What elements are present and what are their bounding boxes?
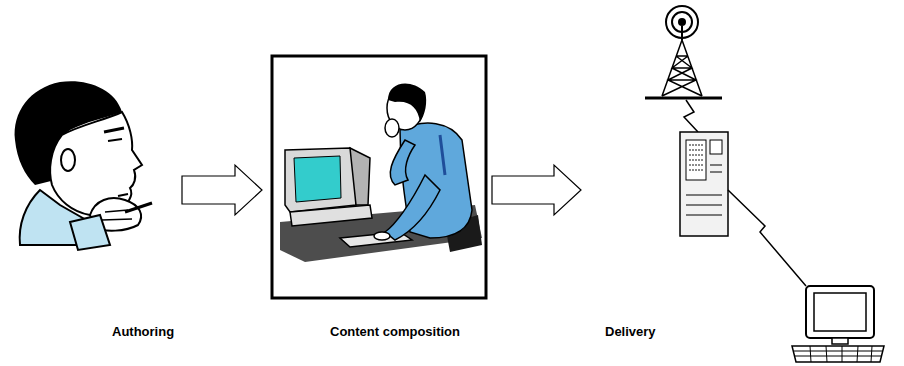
delivery-network-part: [710, 140, 722, 154]
computer-worker-part: [290, 205, 372, 226]
block-arrow: [182, 165, 262, 215]
computer-worker-part: [390, 140, 415, 185]
thinking-man-part: [50, 112, 142, 215]
stage-caption: Authoring: [112, 324, 174, 340]
delivery-network-part: [645, 97, 722, 100]
delivery-network-part: [678, 18, 686, 26]
thinking-man-part: [118, 194, 128, 196]
block-arrow: [492, 165, 581, 215]
computer-worker: [272, 56, 486, 298]
thinking-man-part: [61, 149, 75, 171]
thinking-man-part: [108, 139, 122, 141]
computer-worker-part: [272, 56, 486, 298]
stage-node: Content composition: [266, 52, 492, 345]
computer-worker-part: [374, 232, 390, 240]
delivery-network-part: [662, 40, 702, 96]
delivery-network-part: [728, 190, 806, 286]
computer-worker-part: [285, 148, 356, 212]
delivery-network-part: [680, 132, 728, 236]
computer-worker-part: [385, 119, 399, 137]
delivery-network-part: [684, 100, 698, 132]
stage-node: Delivery: [585, 0, 897, 366]
stage-caption: Content composition: [330, 324, 460, 340]
delivery-network: [645, 6, 884, 362]
computer-worker-part: [440, 135, 445, 175]
computer-worker-part: [294, 156, 341, 202]
thinking-man-part: [70, 215, 110, 250]
delivery-network-part: [681, 26, 683, 40]
delivery-network-part: [794, 346, 882, 362]
stage-node: Authoring: [0, 70, 182, 345]
thinking-man-part: [104, 128, 124, 132]
thinking-man-part: [125, 203, 152, 212]
delivery-network-part: [689, 145, 703, 170]
delivery-network-part: [686, 140, 706, 180]
delivery-network-part: [832, 338, 848, 344]
delivery-network-part: [814, 293, 866, 331]
stage-caption: Delivery: [605, 324, 656, 340]
thinking-man: [15, 81, 152, 250]
delivery-network-part: [806, 286, 874, 338]
delivery-network-part: [792, 346, 884, 362]
computer-worker-part: [385, 175, 440, 240]
computer-worker-part: [388, 84, 426, 122]
delivery-network-part: [686, 165, 722, 215]
computer-worker-part: [350, 148, 370, 205]
